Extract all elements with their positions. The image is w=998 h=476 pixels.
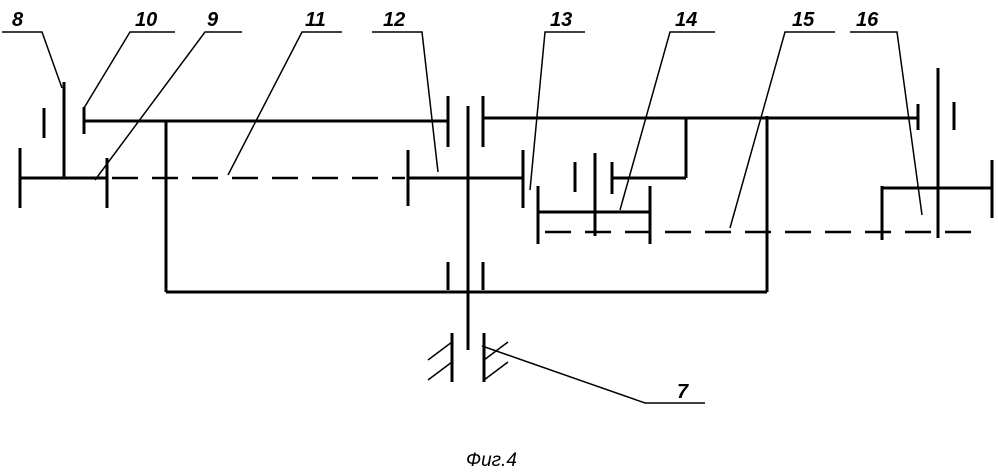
part-labels: 8 10 9 11 12 13 14 15 16 7 [12,9,879,403]
leader-7 [482,346,705,403]
label-10: 10 [135,9,157,31]
dashed-axes [112,178,985,232]
leader-12 [372,32,438,172]
label-13: 13 [550,9,572,31]
leader-8 [2,32,62,88]
leader-13 [530,32,585,190]
label-8: 8 [12,9,24,31]
label-9: 9 [207,9,219,31]
label-11: 11 [305,9,326,31]
label-15: 15 [792,9,815,31]
central-shaft [408,96,918,350]
leader-10 [84,32,175,108]
figure-caption: Фиг.4 [466,450,517,471]
right-gear-group [882,68,992,240]
middle-gear-group [538,118,686,244]
leader-11 [228,32,342,175]
leader-15 [730,32,835,228]
leader-lines [2,32,922,403]
left-gear-group [20,82,448,208]
label-14: 14 [675,9,697,31]
label-12: 12 [383,9,405,31]
label-7: 7 [677,381,689,403]
leader-14 [620,32,715,210]
label-16: 16 [856,9,879,31]
